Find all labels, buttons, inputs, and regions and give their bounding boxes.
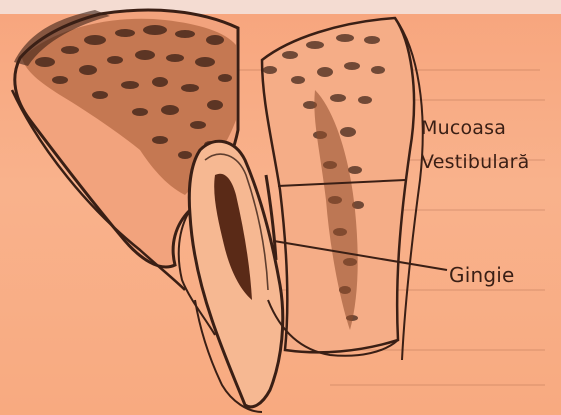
label-mucoasa: Mucoasa [421,117,506,139]
label-gingie: Gingie [449,263,515,287]
label-vestibulara: Vestibulară [421,151,530,173]
